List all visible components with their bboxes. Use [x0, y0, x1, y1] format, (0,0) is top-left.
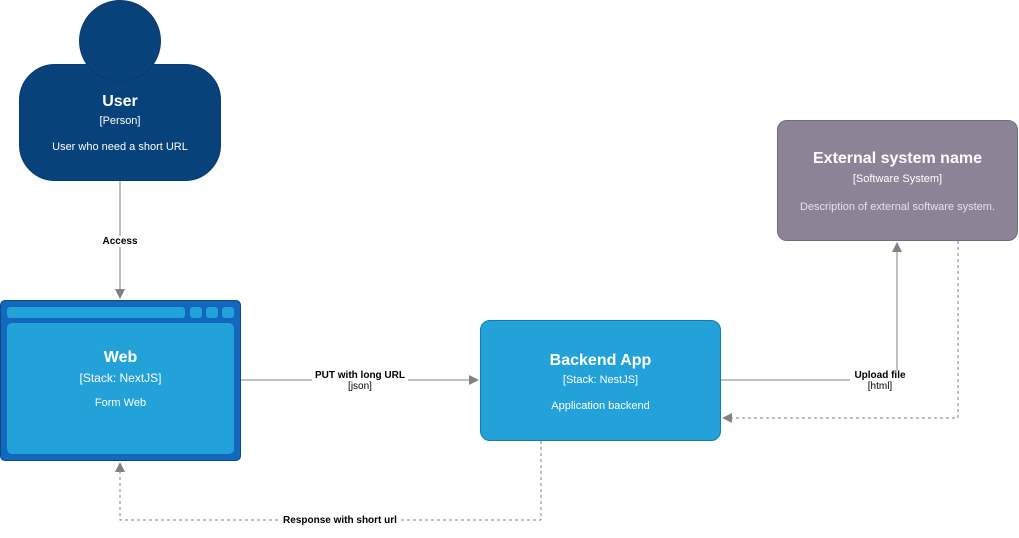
user-description: User who need a short URL: [52, 141, 188, 153]
backend-description: Application backend: [551, 400, 650, 412]
edge-upload-tech: [html]: [867, 381, 893, 392]
edge-response-label: Response with short url: [281, 515, 399, 526]
edge-external-return: [722, 241, 959, 423]
edge-put-text: PUT with long URL: [315, 370, 405, 381]
backend-stereotype: [Stack: NestJS]: [562, 374, 639, 386]
web-node-text: Web [Stack: NextJS] Form Web: [0, 349, 241, 409]
edge-response-text: Response with short url: [283, 515, 397, 526]
edge-put-label: PUT with long URL [json]: [312, 370, 408, 392]
user-title: User: [102, 93, 138, 110]
web-browser-address-bar: [7, 307, 185, 318]
external-system: [777, 120, 1018, 241]
web-browser-button: [190, 307, 202, 318]
edge-upload: [721, 242, 902, 381]
external-description: Description of external software system.: [799, 201, 996, 213]
user-stereotype: [Person]: [99, 115, 141, 127]
external-title: External system name: [813, 150, 982, 167]
edge-upload-label: Upload file [html]: [850, 370, 910, 392]
external-stereotype: [Software System]: [852, 173, 943, 185]
edge-upload-text: Upload file: [854, 370, 906, 381]
user-node-text: User [Person] User who need a short URL: [19, 93, 221, 153]
external-node-text: External system name [Software System] D…: [777, 150, 1018, 213]
web-description: Form Web: [94, 397, 147, 409]
web-browser-button: [206, 307, 218, 318]
web-title: Web: [103, 349, 138, 366]
web-container: [0, 300, 241, 461]
web-browser-button: [222, 307, 234, 318]
backend-title: Backend App: [549, 352, 652, 369]
edge-access-text: Access: [102, 236, 138, 247]
backend-node-text: Backend App [Stack: NestJS] Application …: [480, 352, 721, 412]
edge-access-label: Access: [98, 236, 142, 247]
web-browser-viewport: [7, 323, 234, 454]
user-person-head: [79, 0, 161, 82]
web-stereotype: [Stack: NextJS]: [79, 371, 162, 385]
user-person-body: [19, 64, 221, 181]
edge-put-tech: [json]: [348, 381, 372, 392]
backend-container: [480, 320, 721, 441]
